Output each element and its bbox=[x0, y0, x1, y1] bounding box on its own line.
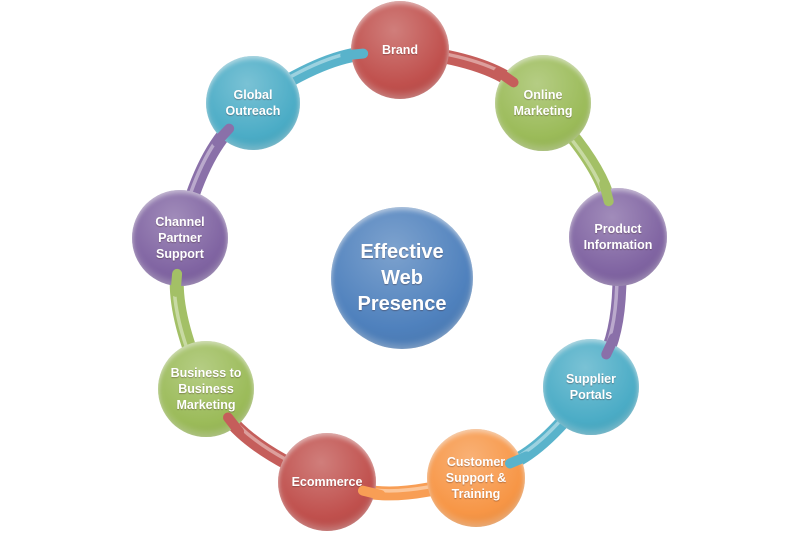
node-business-to-business-marketing: Business to Business Marketing bbox=[158, 341, 254, 437]
center-label: Effective Web Presence bbox=[357, 241, 447, 315]
node-label: Brand bbox=[381, 43, 419, 57]
node-label: Supplier Portals bbox=[565, 372, 616, 402]
node-label: Online Marketing bbox=[513, 88, 573, 118]
node-label: Business to Business Marketing bbox=[170, 366, 242, 412]
node-label: Product Information bbox=[583, 222, 653, 252]
node-online-marketing: Online Marketing bbox=[495, 55, 591, 151]
node-supplier-portals: Supplier Portals bbox=[543, 339, 639, 435]
node-label: Channel Partner Support bbox=[155, 215, 205, 261]
node-brand: Brand bbox=[351, 1, 449, 99]
node-label: Ecommerce bbox=[291, 475, 363, 489]
node-ecommerce: Ecommerce bbox=[278, 433, 376, 531]
node-effective-web-presence: Effective Web Presence bbox=[331, 207, 473, 349]
node-channel-partner-support: Channel Partner Support bbox=[132, 190, 228, 286]
node-global-outreach: Global Outreach bbox=[206, 56, 300, 150]
node-label: Customer Support & Training bbox=[445, 455, 507, 501]
node-customer-support-training: Customer Support & Training bbox=[427, 429, 525, 527]
node-label: Global Outreach bbox=[225, 88, 281, 118]
node-product-information: Product Information bbox=[569, 188, 667, 286]
